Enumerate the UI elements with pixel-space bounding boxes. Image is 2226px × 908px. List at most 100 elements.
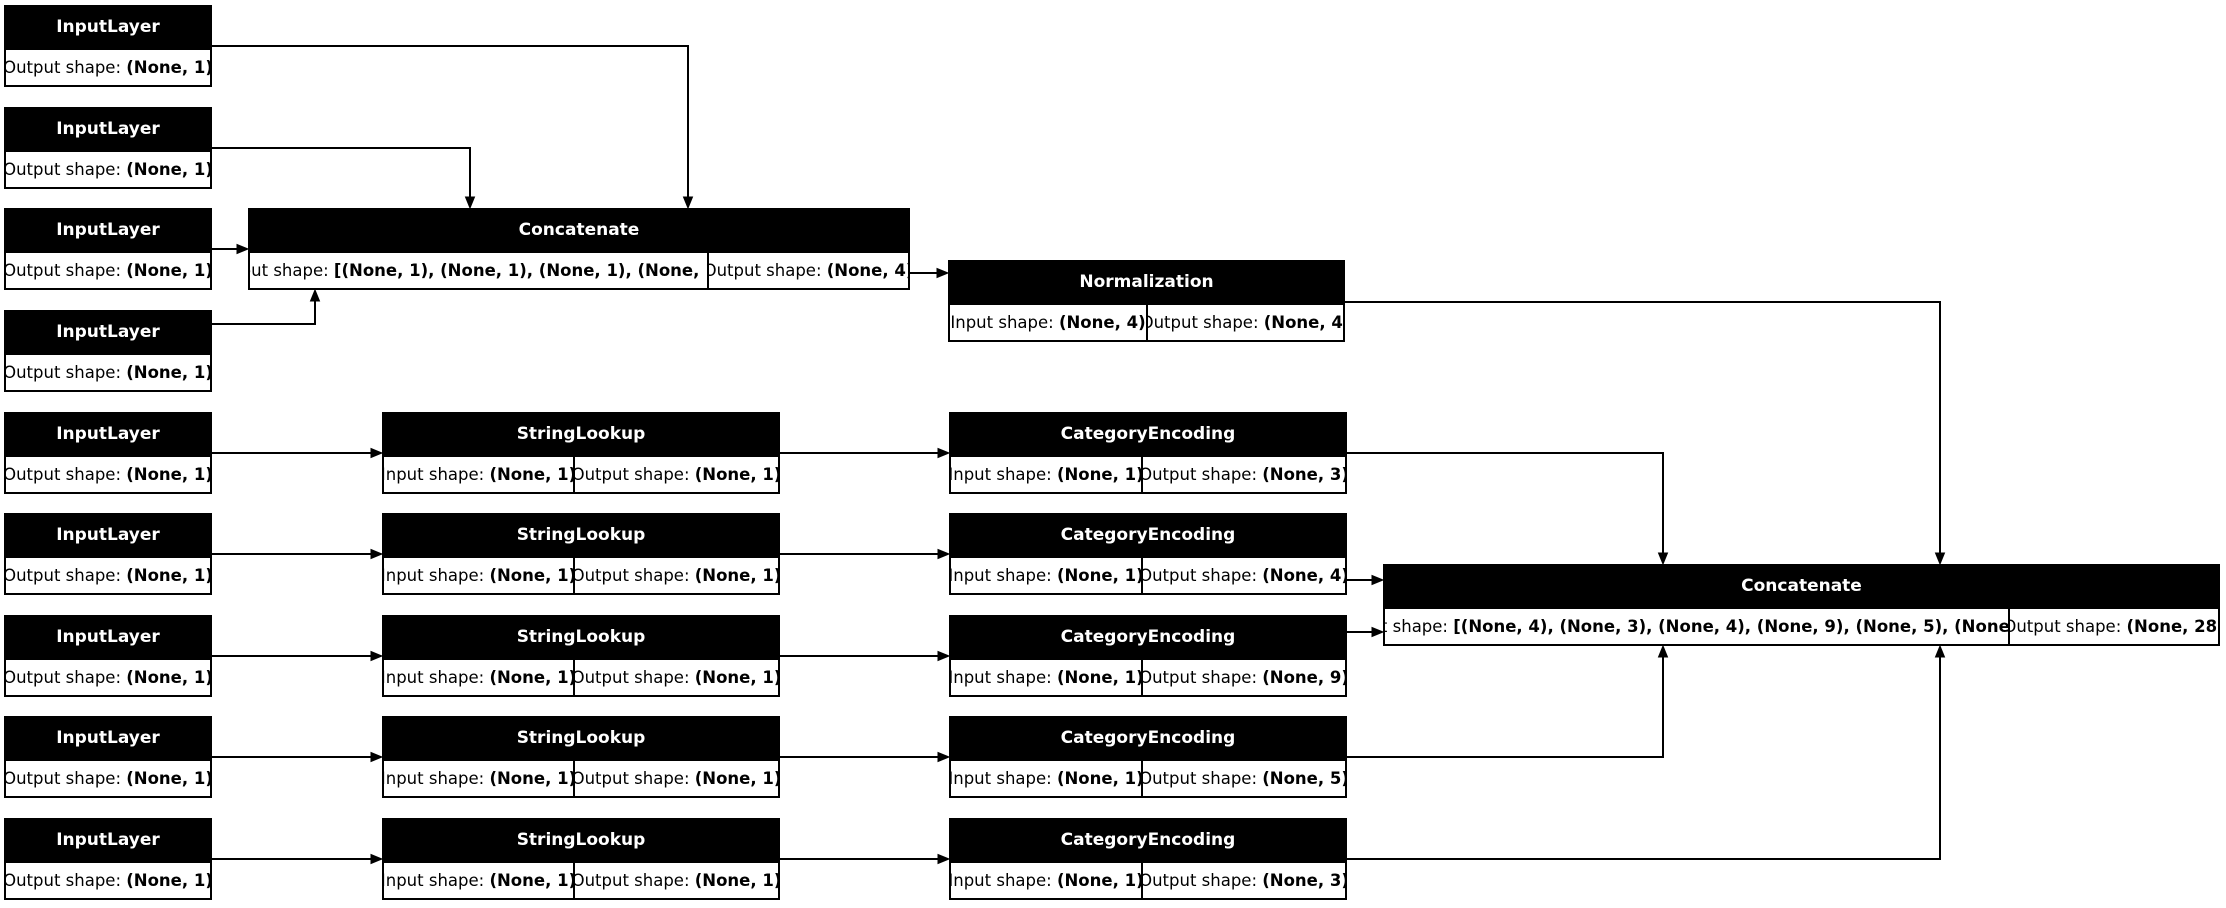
arrowhead-concatenate_2	[1934, 552, 1946, 566]
edge-normalization-to-concatenate_2	[1345, 301, 1941, 554]
shape-value: (None, 1)	[694, 465, 778, 484]
shape-cell: Input shape: (None, 1)	[951, 761, 1141, 796]
shape-value: (None, 1)	[489, 465, 573, 484]
shape-value: (None, 1)	[1056, 566, 1141, 585]
shape-cell: Output shape: (None, 4)	[1143, 558, 1345, 593]
shape-row: Output shape: (None, 1)	[6, 761, 210, 796]
shape-row: Output shape: (None, 1)	[6, 457, 210, 492]
shape-value: (None, 4)	[1058, 313, 1146, 332]
shape-row: Output shape: (None, 1)	[6, 50, 210, 85]
shape-value: (None, 4)	[1262, 566, 1345, 585]
shape-value: (None, 1)	[694, 566, 778, 585]
shape-value: (None, 1)	[126, 465, 210, 484]
shape-value: (None, 1)	[126, 160, 210, 179]
shape-value: (None, 1)	[126, 363, 210, 382]
arrowhead-category_encoding_2	[937, 548, 951, 560]
shape-cell: Input shape: [(None, 1), (None, 1), (Non…	[250, 253, 707, 288]
shape-cell: Input shape: (None, 1)	[951, 457, 1141, 492]
shape-value: (None, 1)	[126, 769, 210, 788]
shape-label: Output shape:	[1143, 566, 1263, 585]
layer-title: InputLayer	[56, 17, 160, 37]
shape-label: Output shape:	[6, 465, 127, 484]
shape-value: (None, 1)	[126, 871, 210, 890]
layer-title: InputLayer	[56, 424, 160, 444]
shape-row: Input shape: (None, 1)Output shape: (Non…	[951, 761, 1345, 796]
shape-cell: Output shape: (None, 4)	[709, 253, 908, 288]
shape-label: Input shape:	[951, 871, 1057, 890]
shape-cell: Input shape: (None, 1)	[384, 558, 573, 593]
shape-row: Input shape: [(None, 4), (None, 3), (Non…	[1385, 609, 2218, 644]
shape-label: Output shape:	[575, 465, 695, 484]
shape-cell: Output shape: (None, 1)	[6, 558, 210, 593]
shape-label: Output shape:	[6, 261, 127, 280]
shape-cell: Input shape: (None, 1)	[951, 863, 1141, 898]
shape-cell: Output shape: (None, 1)	[6, 761, 210, 796]
shape-label: Output shape:	[1143, 465, 1263, 484]
node-concatenate_1: ConcatenateInput shape: [(None, 1), (Non…	[248, 208, 910, 290]
shape-row: Output shape: (None, 1)	[6, 558, 210, 593]
shape-value: (None, 1)	[694, 668, 778, 687]
arrowhead-category_encoding_4	[937, 751, 951, 763]
shape-cell: Output shape: (None, 1)	[6, 863, 210, 898]
shape-cell: Input shape: (None, 1)	[384, 660, 573, 695]
edge-input_2-to-concatenate_1	[212, 147, 471, 198]
shape-cell: Input shape: (None, 1)	[951, 660, 1141, 695]
shape-value: (None, 1)	[694, 769, 778, 788]
shape-label: Output shape:	[575, 566, 695, 585]
shape-label: Input shape:	[384, 668, 490, 687]
shape-row: Output shape: (None, 1)	[6, 152, 210, 187]
layer-title: InputLayer	[56, 525, 160, 545]
shape-cell: Output shape: (None, 1)	[6, 355, 210, 390]
layer-title: InputLayer	[56, 322, 160, 342]
shape-cell: Input shape: (None, 1)	[384, 863, 573, 898]
layer-title: InputLayer	[56, 627, 160, 647]
shape-value: (None, 28)	[2126, 617, 2218, 636]
shape-label: Input shape:	[384, 566, 490, 585]
layer-title: CategoryEncoding	[1060, 424, 1236, 444]
layer-title: StringLookup	[516, 728, 646, 748]
arrowhead-concatenate_1	[236, 243, 250, 255]
shape-row: Input shape: (None, 4)Output shape: (Non…	[950, 305, 1343, 340]
shape-label: Output shape:	[6, 769, 127, 788]
shape-cell: Output shape: (None, 1)	[575, 660, 778, 695]
layer-title: CategoryEncoding	[1060, 830, 1236, 850]
arrowhead-concatenate_2	[1371, 626, 1385, 638]
edge-input_4-to-concatenate_1	[212, 300, 316, 325]
shape-label: Output shape:	[6, 363, 127, 382]
shape-label: Output shape:	[6, 566, 127, 585]
shape-value: (None, 9)	[1262, 668, 1345, 687]
layer-title: StringLookup	[516, 830, 646, 850]
shape-cell: Input shape: (None, 1)	[384, 761, 573, 796]
shape-cell: Output shape: (None, 1)	[575, 863, 778, 898]
arrowhead-string_lookup_2	[370, 548, 384, 560]
shape-label: Output shape:	[575, 668, 695, 687]
arrowhead-string_lookup_1	[370, 447, 384, 459]
shape-label: Output shape:	[6, 871, 127, 890]
shape-value: (None, 1)	[489, 566, 573, 585]
shape-label: Output shape:	[709, 261, 827, 280]
arrowhead-string_lookup_5	[370, 853, 384, 865]
shape-cell: Output shape: (None, 1)	[6, 152, 210, 187]
shape-cell: Input shape: (None, 4)	[950, 305, 1146, 340]
shape-label: Input shape:	[951, 668, 1057, 687]
shape-row: Output shape: (None, 1)	[6, 355, 210, 390]
shape-cell: Output shape: (None, 4)	[1148, 305, 1343, 340]
shape-cell: Input shape: (None, 1)	[384, 457, 573, 492]
layer-title: InputLayer	[56, 220, 160, 240]
arrowhead-string_lookup_3	[370, 650, 384, 662]
shape-label: Input shape:	[250, 261, 329, 280]
shape-row: Input shape: (None, 1)Output shape: (Non…	[384, 558, 778, 593]
shape-cell: Output shape: (None, 3)	[1143, 457, 1345, 492]
shape-label: Output shape:	[1143, 769, 1263, 788]
shape-label: Output shape:	[1148, 313, 1264, 332]
